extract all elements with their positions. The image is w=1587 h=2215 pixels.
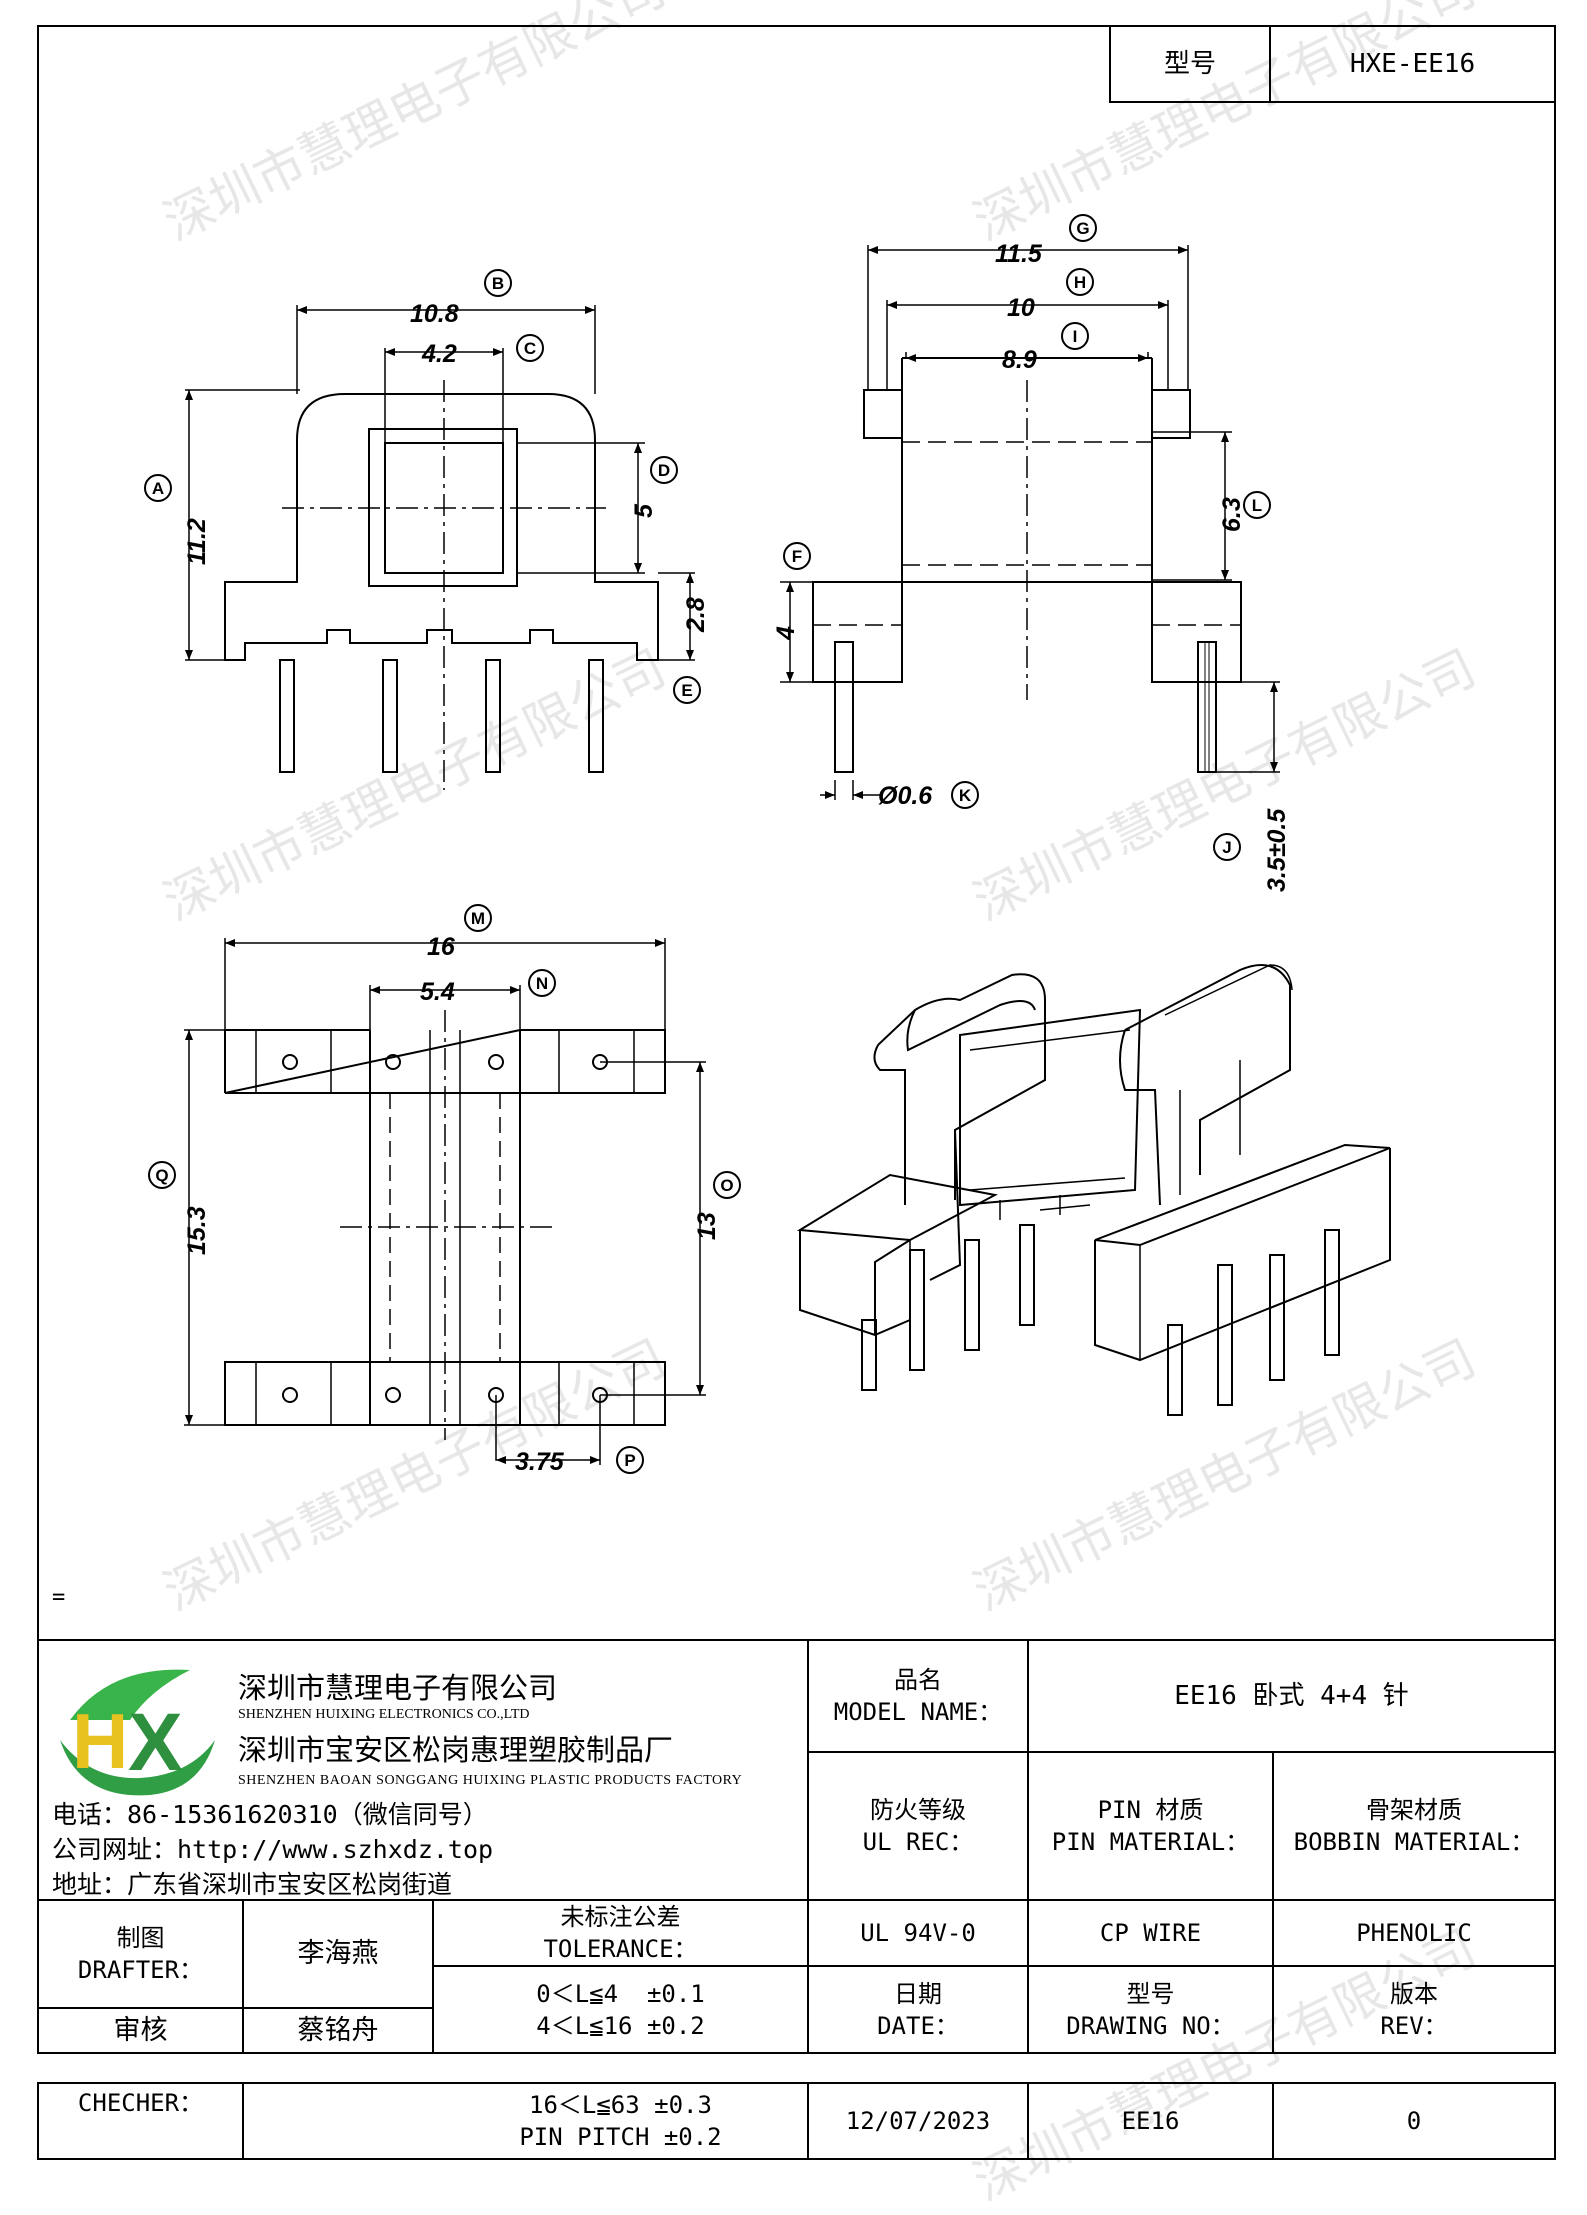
bobbin-material-value: PHENOLIC [1356,1919,1472,1947]
label-g: G [1076,219,1089,238]
label-l: L [1252,496,1262,515]
dim-l-value: 6.3 [1218,497,1246,532]
checker-label: CHECHER： [77,2089,204,2117]
label-p: P [624,1451,635,1470]
dim-f-value: 4 [772,626,800,641]
bobbin-material-label: 骨架材质 BOBBIN MATERIAL： [1293,1796,1535,1856]
svg-text:H: H [72,1697,128,1785]
label-k: K [959,786,972,805]
company-phone: 电话：86-15361620310（微信同号） [52,1800,488,1829]
dim-c-value: 4.2 [421,340,457,368]
date-label: 日期 DATE： [877,1979,959,2040]
label-j: J [1222,838,1231,857]
factory-name-cn: 深圳市宝安区松岗惠理塑胶制品厂 [238,1733,674,1767]
company-name-en: SHENZHEN HUIXING ELECTRONICS CO.,LTD [238,1707,530,1722]
company-logo: H X [60,1669,215,1796]
label-d: D [658,461,670,480]
label-i: I [1073,327,1078,346]
pin-material-value: CP WIRE [1099,1919,1202,1947]
drafter-label: 制图 DRAFTER： [77,1924,204,1984]
stray-mark: = [52,1585,66,1610]
drawing-no-value: EE16 [1121,2107,1180,2135]
dim-i-value: 8.9 [1002,346,1037,374]
tolerance-range-1: 0＜L≦4 ±0.1 4＜L≦16 ±0.2 [536,1979,705,2040]
pin-material-label: PIN 材质 PIN MATERIAL： [1051,1796,1250,1856]
ul-rec-label: 防火等级 UL REC： [862,1796,974,1856]
label-a: A [152,479,164,498]
model-name-label: 品名 MODEL NAME： [833,1666,1003,1726]
dim-n-value: 5.4 [420,978,455,1006]
rev-label: 版本 REV： [1380,1979,1448,2040]
label-o: O [720,1176,733,1195]
header-model-label: 型号 [1163,49,1216,79]
dim-e-value: 2.8 [682,597,710,633]
rev-value: 0 [1406,2107,1422,2135]
label-e: E [681,681,692,700]
company-address: 地址：广东省深圳市宝安区松岗街道 [52,1870,453,1899]
dim-j-value: 3.5±0.5 [1263,808,1291,892]
dim-g-value: 11.5 [995,240,1043,268]
dim-d-value: 5 [630,503,658,518]
dim-b-value: 10.8 [410,300,459,328]
dim-m-value: 16 [427,933,456,961]
header-model-value: HXE-EE16 [1349,49,1476,79]
label-f: F [792,547,802,566]
dim-h-value: 10 [1007,294,1035,322]
dim-p-value: 3.75 [515,1448,565,1476]
checker-cn-label: 审核 [113,2014,168,2046]
svg-text:X: X [128,1697,183,1788]
dim-o-value: 13 [693,1212,721,1240]
tolerance-label: 未标注公差 TOLERANCE： [543,1903,698,1963]
drafter-value: 李海燕 [297,1938,379,1969]
company-name-cn: 深圳市慧理电子有限公司 [238,1671,558,1705]
date-value: 12/07/2023 [845,2107,991,2135]
dim-q-value: 15.3 [183,1206,211,1255]
dim-k-value: Ø0.6 [878,782,933,810]
label-c: C [524,339,536,358]
dim-a-value: 11.2 [183,518,211,565]
drawing-no-label: 型号 DRAWING NO： [1066,1979,1235,2040]
label-q: Q [155,1166,168,1185]
label-b: B [492,274,504,293]
factory-name-en: SHENZHEN BAOAN SONGGANG HUIXING PLASTIC … [238,1773,743,1788]
tolerance-range-2: 16＜L≦63 ±0.3 PIN PITCH ±0.2 [519,2091,722,2151]
ul-value: UL 94V-0 [860,1919,976,1947]
checker-cn-value: 蔡铭舟 [297,2014,379,2046]
model-name-value: EE16 卧式 4+4 针 [1174,1681,1409,1711]
label-m: M [471,909,485,928]
label-n: N [536,974,548,993]
company-website: 公司网址：http://www.szhxdz.top [52,1835,494,1864]
label-h: H [1074,273,1086,292]
